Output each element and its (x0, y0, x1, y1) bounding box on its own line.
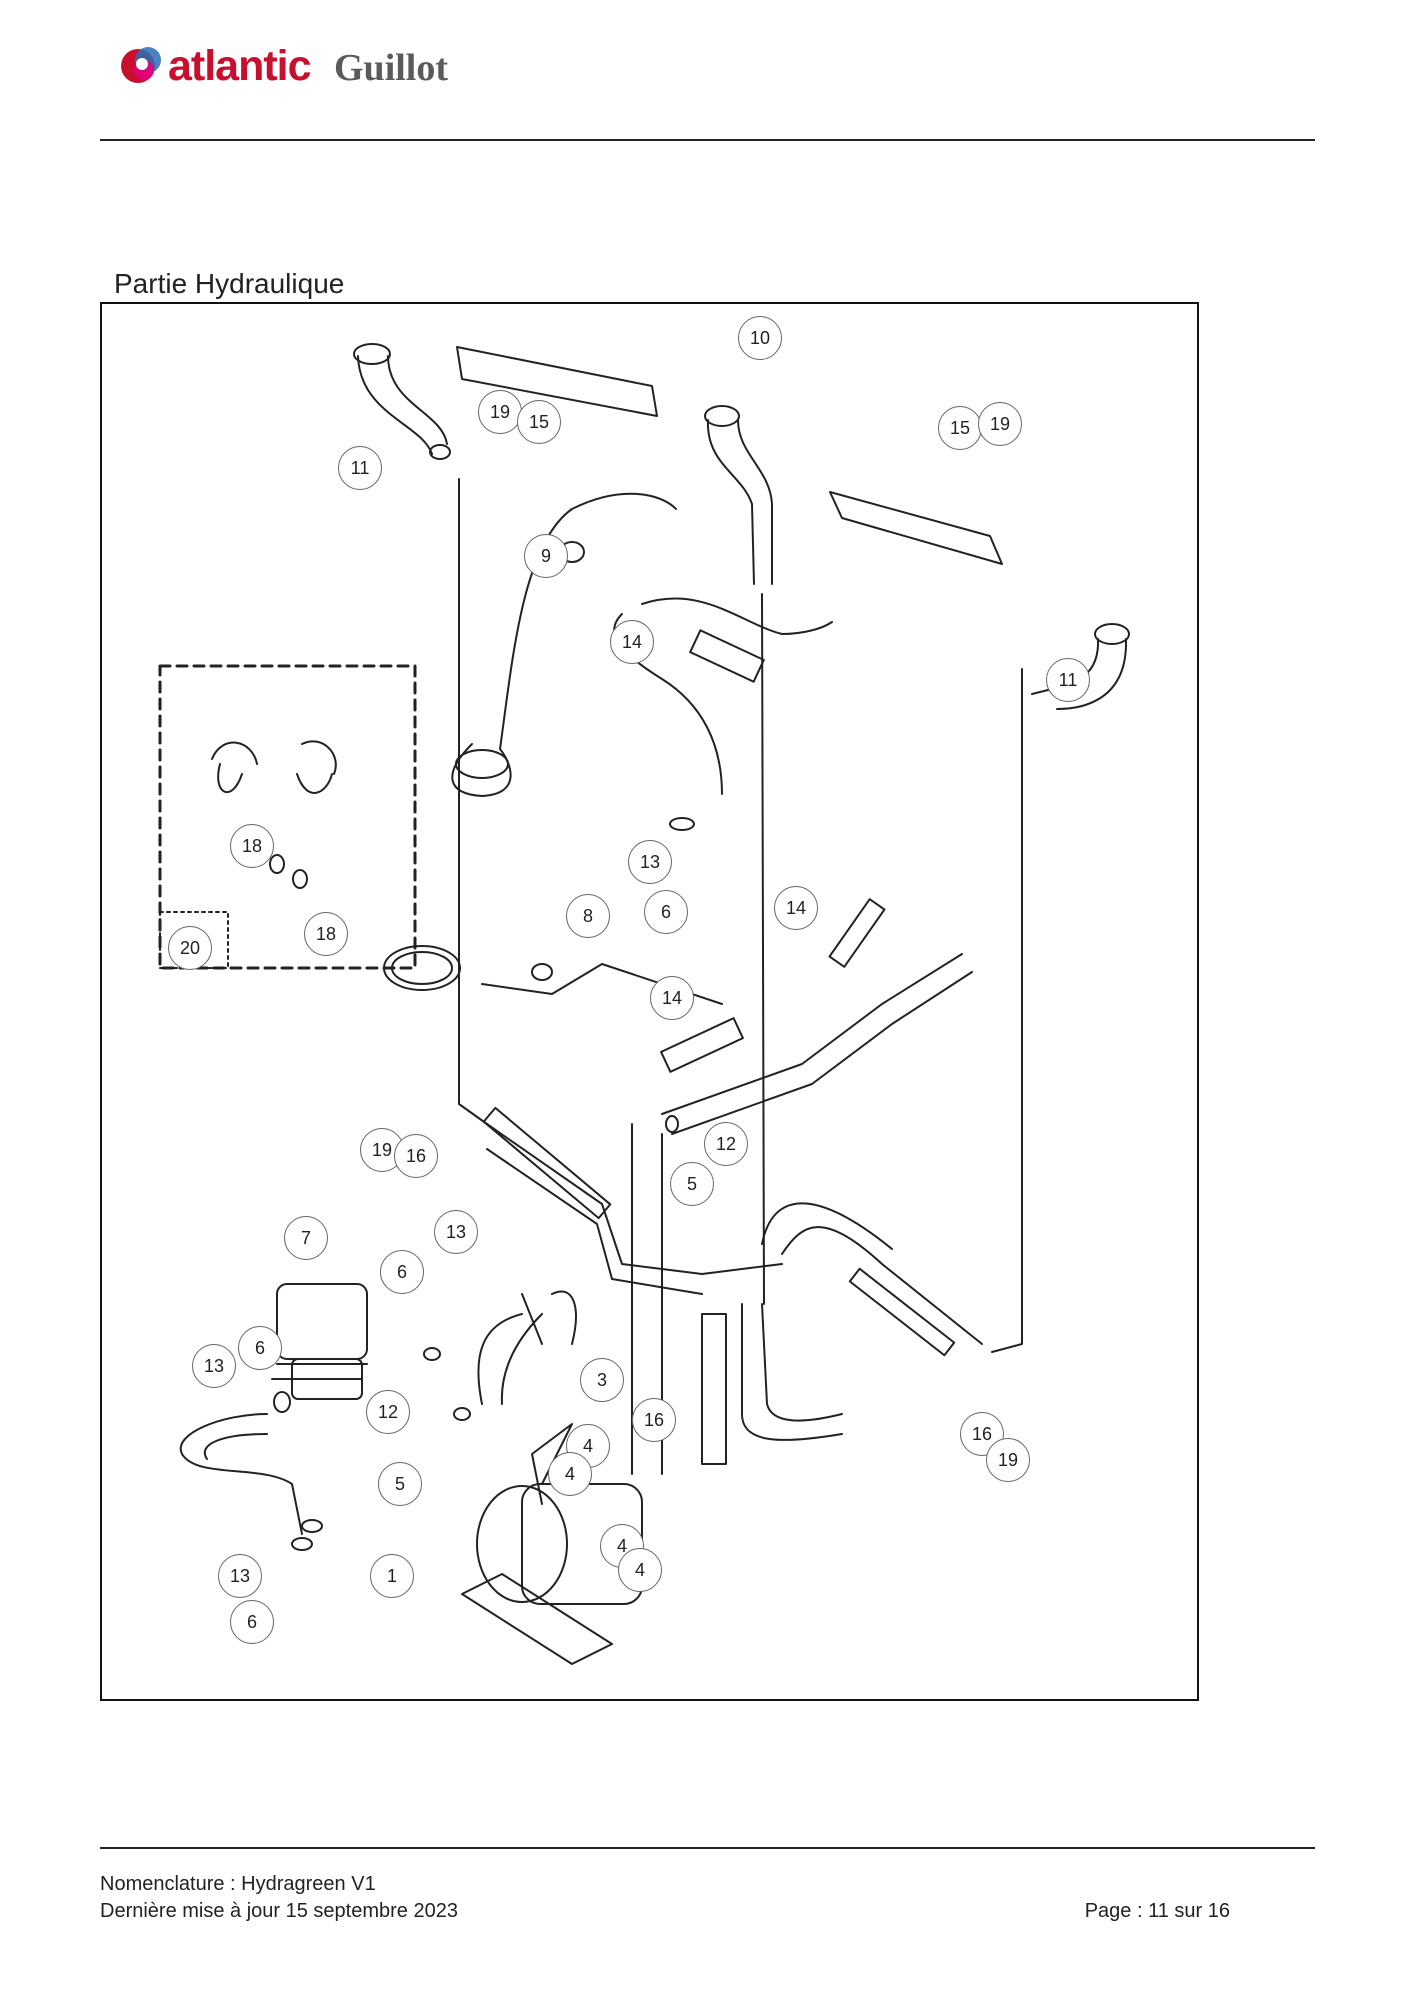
footer-divider (100, 1847, 1315, 1849)
callout-15: 15 (517, 400, 561, 444)
brand-logo-icon (121, 47, 161, 83)
hydraulic-exploded-diagram: 10 19 15 15 19 11 9 14 11 18 18 20 13 8 … (100, 302, 1199, 1701)
callout-16: 16 (960, 1412, 1004, 1456)
callout-16: 16 (632, 1398, 676, 1442)
brand-logo: atlantic Guillot (118, 40, 498, 100)
callout-6: 6 (238, 1326, 282, 1370)
callout-3: 3 (580, 1358, 624, 1402)
logo-text-atlantic: atlantic (168, 42, 312, 90)
footer-page-number: Page : 11 sur 16 (1084, 1900, 1230, 1922)
callout-14: 14 (650, 976, 694, 1020)
callout-13: 13 (434, 1210, 478, 1254)
callout-5: 5 (670, 1162, 714, 1206)
callout-12: 12 (704, 1122, 748, 1166)
callout-19: 19 (978, 402, 1022, 446)
callout-20: 20 (168, 926, 212, 970)
logo-text-guillot: Guillot (334, 47, 449, 89)
callout-11: 11 (338, 446, 382, 490)
header-divider (100, 139, 1315, 141)
callout-13: 13 (192, 1344, 236, 1388)
callout-6: 6 (380, 1250, 424, 1294)
callout-7: 7 (284, 1216, 328, 1260)
callout-16: 16 (394, 1134, 438, 1178)
callout-19: 19 (478, 390, 522, 434)
callout-14: 14 (610, 620, 654, 664)
callout-12: 12 (366, 1390, 410, 1434)
callout-4: 4 (618, 1548, 662, 1592)
section-title: Partie Hydraulique (114, 268, 345, 299)
callout-18: 18 (304, 912, 348, 956)
callout-18: 18 (230, 824, 274, 868)
callout-19: 19 (986, 1438, 1030, 1482)
callout-4: 4 (548, 1452, 592, 1496)
callout-1: 1 (370, 1554, 414, 1598)
callout-14: 14 (774, 886, 818, 930)
callout-9: 9 (524, 534, 568, 578)
callout-11: 11 (1046, 658, 1090, 702)
diagram-drawing (158, 343, 1130, 1665)
callout-6: 6 (644, 890, 688, 934)
callout-15: 15 (938, 406, 982, 450)
callout-6: 6 (230, 1600, 274, 1644)
footer-doc-title: Nomenclature : Hydragreen V1 (100, 1873, 376, 1895)
callout-5: 5 (378, 1462, 422, 1506)
callout-8: 8 (566, 894, 610, 938)
footer-update-date: Dernière mise à jour 15 septembre 2023 (100, 1900, 458, 1922)
callout-13: 13 (218, 1554, 262, 1598)
callout-10: 10 (738, 316, 782, 360)
callout-13: 13 (628, 840, 672, 884)
